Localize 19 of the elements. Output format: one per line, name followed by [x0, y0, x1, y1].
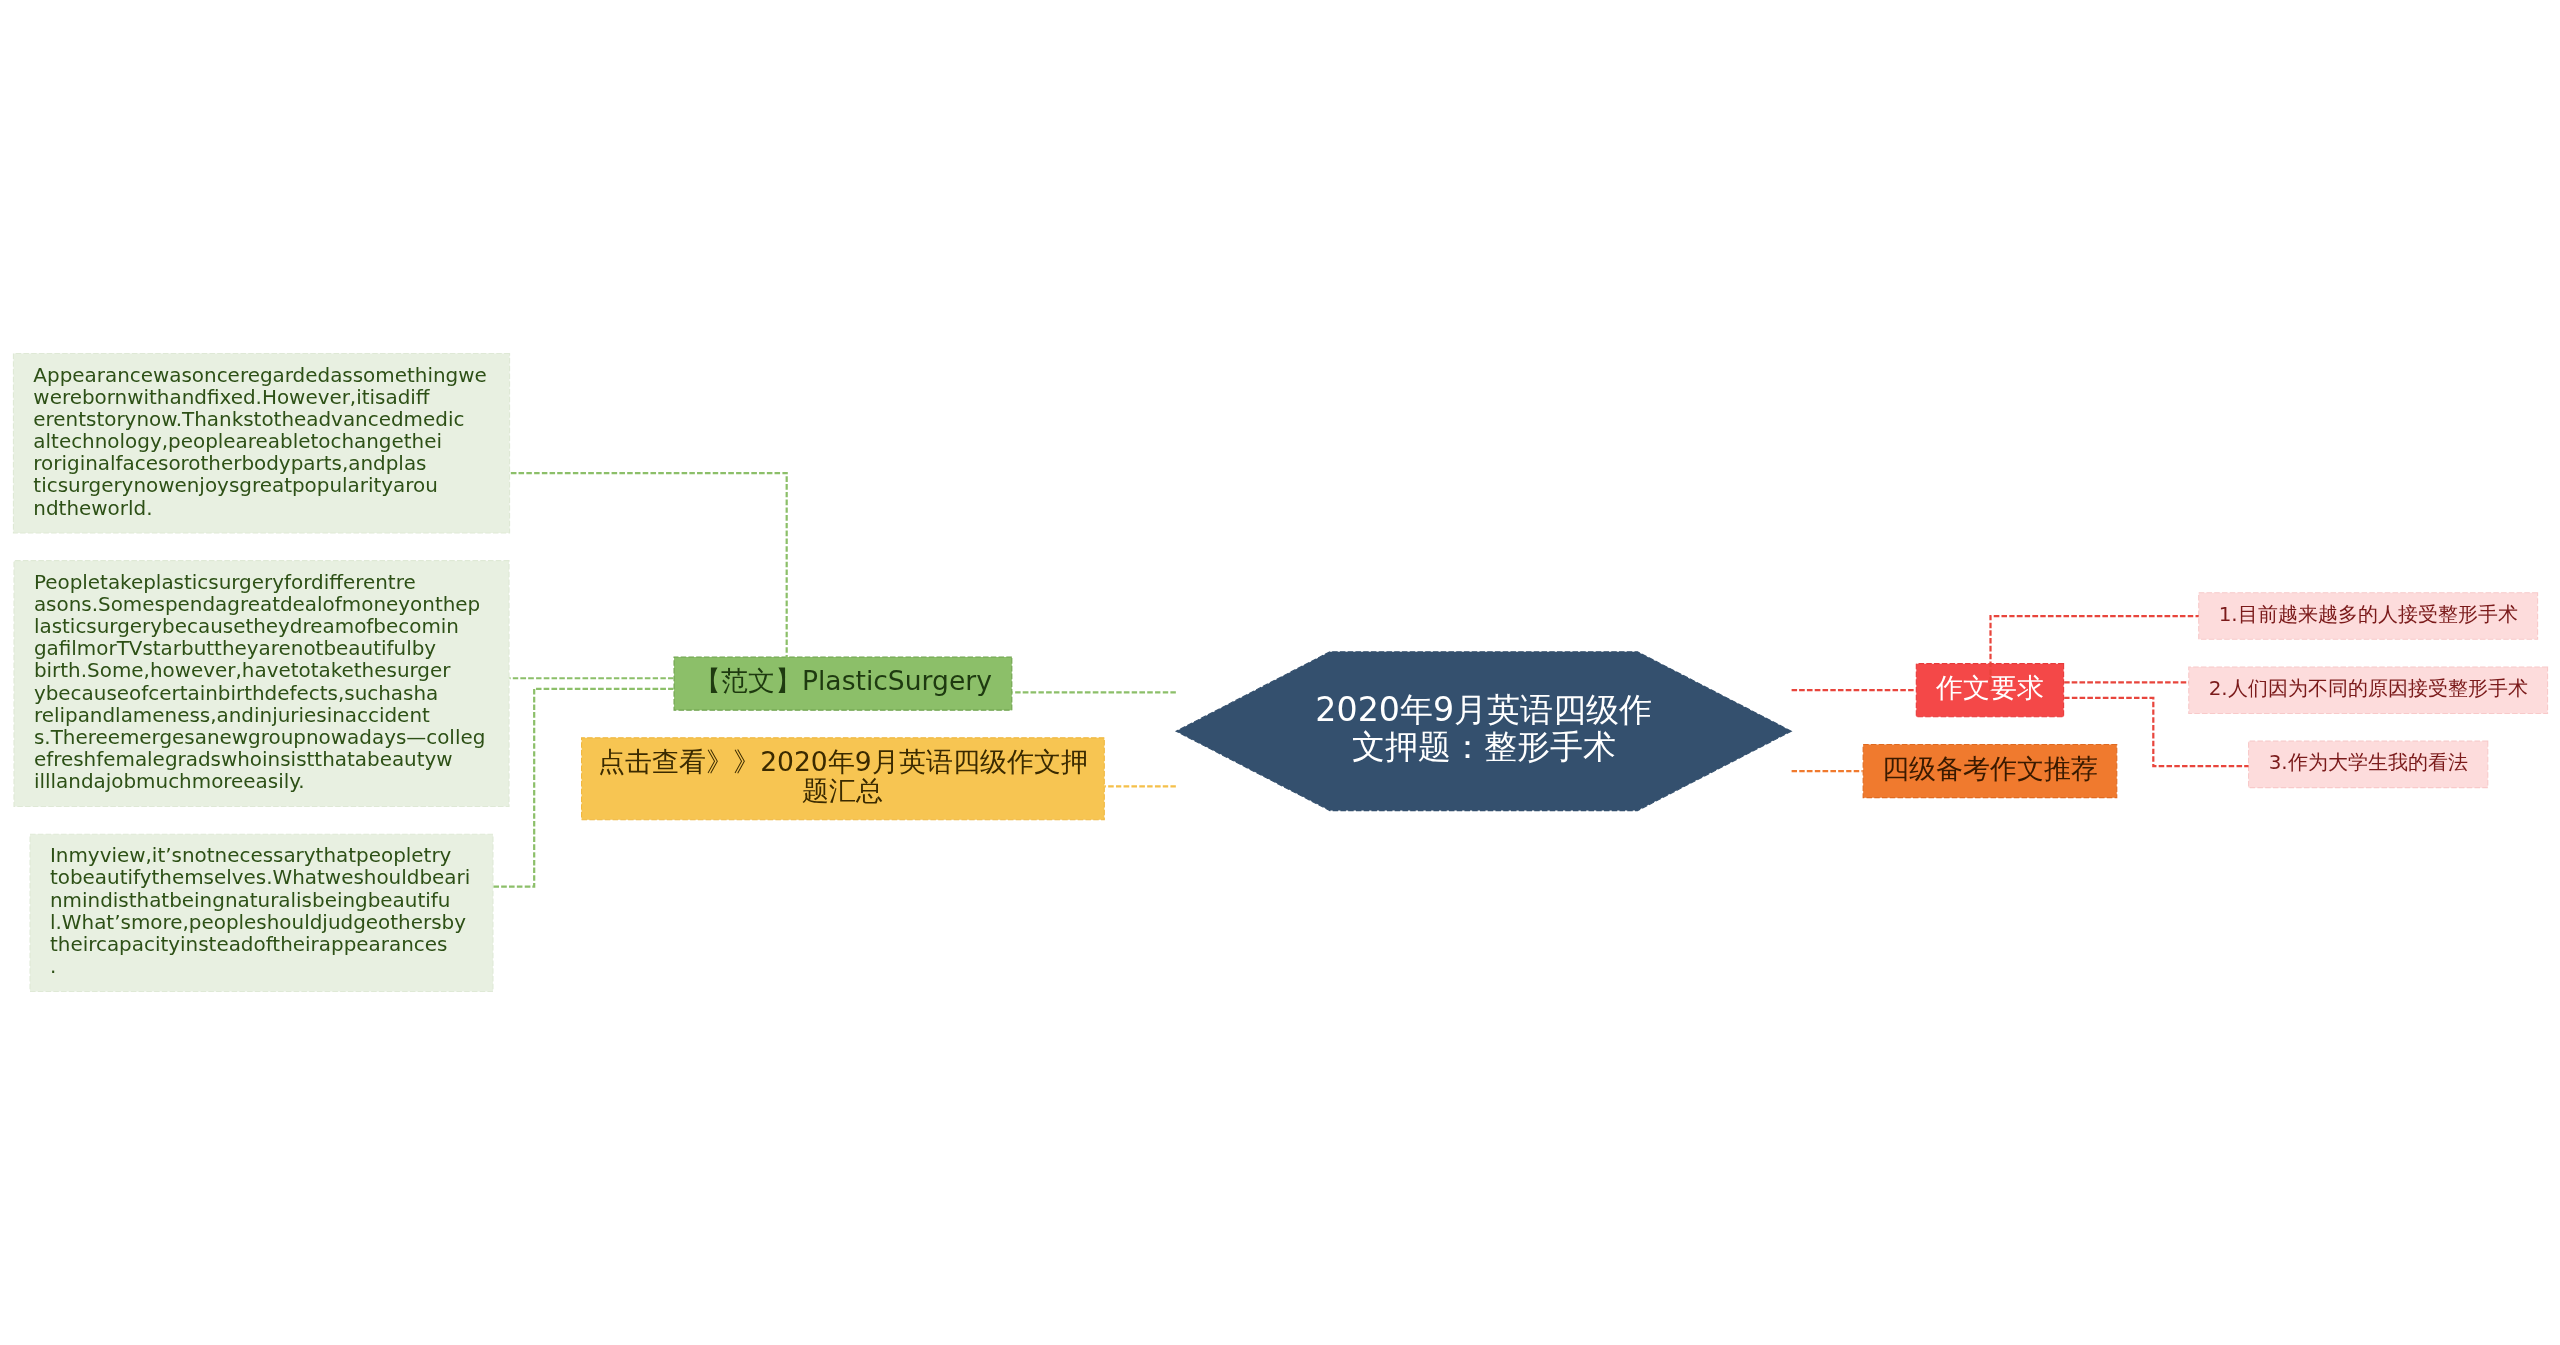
node-box: 1.目前越来越多的人接受整形手术	[2197, 592, 2538, 640]
node-box: Peopletakeplasticsurgeryfordifferentreasons.SomespendagreatdealofmoneyontheplasticsurgerybecausetheydreamofbecomingafilmorTVstarbuttheyarenotbeautifulbybirth.Some,however,havetotakethesurgerybecauseofcertainbirthdefects,suchasharelipandlameness,andinjuriesinaccidents.Thereemergesanewgroupnowadays—collegefreshfemalegradswhoinsistthatabeautywilllandajobmuchmoreeasily.	[12, 560, 510, 808]
connector	[509, 677, 673, 680]
connector	[2063, 696, 2249, 768]
node-box: 【范文】PlasticSurgery	[673, 656, 1012, 711]
connector	[1791, 769, 1863, 773]
node-box: 2.人们因为不同的原因接受整形手术	[2187, 666, 2548, 715]
node-box: 作文要求	[1915, 663, 2064, 718]
connector	[1103, 785, 1176, 788]
node-box: Inmyview,it’snotnecessarythatpeopletrytobeautifythemselves.Whatweshouldbearinmindisthatbeingnaturalisbeingbeautiful.What’smore,peopleshouldjudgeothersbytheircapacityinsteadoftheirappearances.	[29, 833, 494, 992]
connector	[1791, 689, 1916, 692]
connector	[2063, 681, 2189, 684]
node-box: 点击查看》》2020年9月英语四级作文押题汇总	[580, 737, 1105, 821]
connector	[492, 687, 673, 888]
connector	[1988, 614, 2199, 691]
node-box: 3.作为大学生我的看法	[2247, 740, 2488, 789]
node-box: Appearancewasonceregardedassomethingwewerebornwithandfixed.However,itisadifferentstorynow.Thankstotheadvancedmedicaltechnology,peopleareabletochangetheiroriginalfacesorotherbodyparts,andplasticsurgerynowenjoysgreatpopularityaroundtheworld.	[12, 353, 510, 534]
node-box: 四级备考作文推荐	[1862, 743, 2117, 799]
connector	[1011, 691, 1176, 694]
